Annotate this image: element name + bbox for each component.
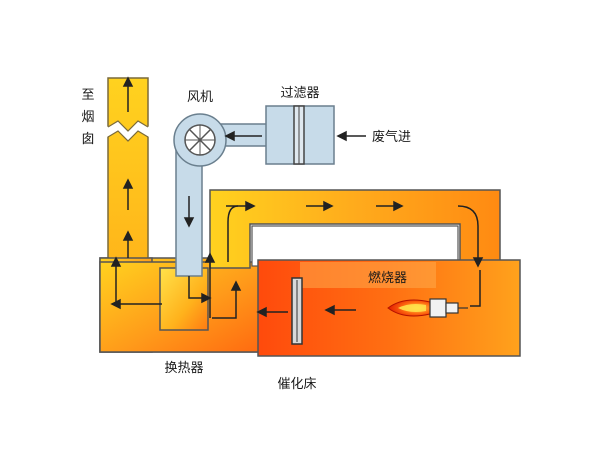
heat-exchanger	[159, 267, 209, 331]
heat-exchanger-label: 换热器	[164, 361, 203, 376]
fan-label: 风机	[187, 90, 213, 105]
fan-wheel-icon	[184, 124, 216, 156]
catalyst-bed-label: 催化床	[277, 377, 316, 392]
burner-zone	[300, 262, 436, 288]
burner-label: 燃烧器	[368, 270, 407, 286]
chimney-arrows	[122, 76, 134, 210]
filter-label: 过滤器	[280, 86, 319, 101]
burner-nozzle-icon	[429, 298, 468, 318]
exhaust-inlet-arrow	[336, 130, 366, 142]
chimney-label-1: 至	[81, 88, 94, 103]
chimney-label-3: 囱	[81, 132, 94, 147]
exhaust-inlet-label: 废气进	[372, 129, 411, 145]
hot-return-duct	[209, 189, 501, 269]
flow-arrows	[110, 130, 484, 319]
chimney-label-2: 烟	[81, 110, 94, 125]
